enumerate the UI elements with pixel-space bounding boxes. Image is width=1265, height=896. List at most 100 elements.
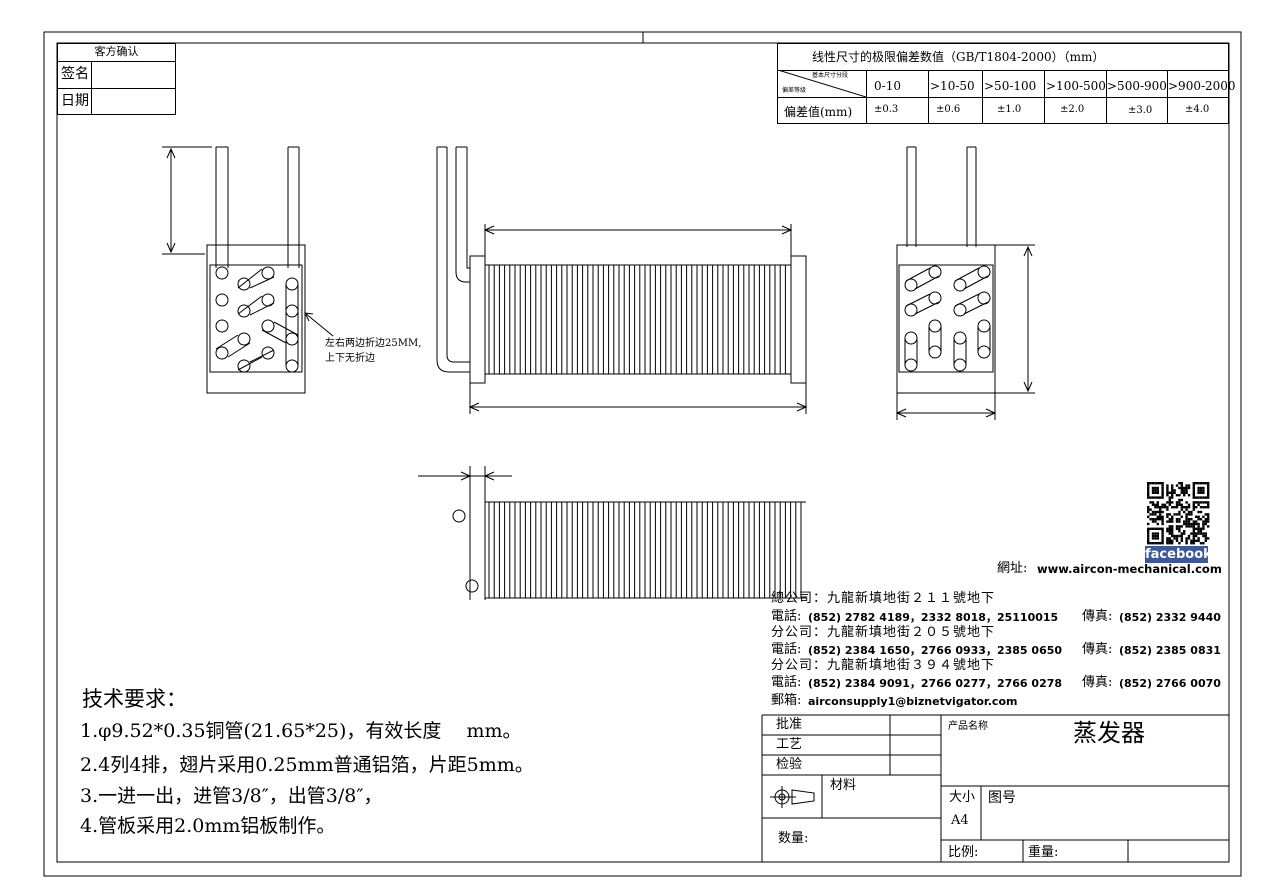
qr-module (1151, 503, 1155, 506)
qr-module (1147, 539, 1150, 542)
qr-module (1154, 503, 1157, 506)
qr-module (1147, 494, 1150, 497)
qr-module (1166, 494, 1169, 497)
qr-module (1156, 501, 1159, 504)
deviation-2: ±1.0 (997, 104, 1022, 115)
qr-module (1187, 484, 1191, 487)
size-value: A4 (951, 813, 969, 828)
top-view (418, 466, 806, 600)
qr-module (1156, 489, 1159, 492)
qr-module (1202, 506, 1205, 509)
qr-module (1156, 534, 1159, 538)
qr-module (1192, 486, 1195, 490)
qr-module (1161, 482, 1164, 485)
qr-module (1178, 494, 1181, 497)
qr-module (1202, 532, 1205, 535)
qr-module (1147, 491, 1150, 494)
qr-module (1156, 527, 1159, 530)
qr-module (1204, 537, 1207, 540)
qr-module (1187, 486, 1191, 490)
qr-module (1168, 501, 1171, 504)
qr-module (1151, 513, 1155, 516)
qr-module (1173, 513, 1176, 516)
qr-module (1171, 527, 1174, 530)
qr-module (1185, 525, 1188, 528)
qr-module (1166, 520, 1169, 523)
qr-module (1175, 513, 1179, 516)
qr-module (1154, 542, 1157, 545)
qr-module (1175, 501, 1179, 504)
qr-module (1161, 496, 1164, 499)
qr-module (1161, 486, 1164, 490)
qr-module (1147, 542, 1150, 545)
qr-module (1154, 537, 1157, 540)
qr-module (1159, 506, 1162, 509)
qr-module (1192, 534, 1195, 538)
qr-module (1154, 510, 1157, 514)
qr-module (1173, 491, 1176, 494)
qr-module (1190, 539, 1193, 542)
tolerance-table: 线性尺寸的极限偏差数值（GB/T1804-2000）（mm） 基本尺寸分段 偏差… (777, 43, 1236, 124)
qr-module (1199, 532, 1203, 535)
qr-module (1159, 482, 1162, 485)
branch1-address: 分公司：九龍新填地街２０５號地下 (771, 625, 996, 640)
qr-module (1156, 503, 1159, 506)
qr-module (1147, 496, 1150, 499)
qr-module (1187, 520, 1191, 523)
qr-module (1185, 515, 1188, 518)
top-view-fins (488, 502, 802, 598)
qr-module (1154, 491, 1157, 494)
tech-item-2: 2.4列4排，翅片采用0.25mm普通铝箔，片距5mm。 (80, 754, 534, 776)
qr-module (1187, 518, 1191, 521)
qr-module (1187, 513, 1191, 516)
qr-module (1156, 506, 1159, 509)
qr-module (1197, 491, 1200, 494)
qr-module (1187, 503, 1191, 506)
approve-label: 批准 (776, 717, 803, 732)
qr-module (1161, 489, 1164, 492)
qr-module (1163, 506, 1167, 509)
qr-module (1168, 518, 1171, 521)
qr-module (1175, 520, 1179, 523)
qr-module (1173, 537, 1176, 540)
qr-module (1192, 520, 1195, 523)
confirm-box: 客方确认 签名 日期 (57, 43, 176, 115)
qr-module (1166, 542, 1169, 545)
qr-module (1156, 486, 1159, 490)
qr-module (1151, 491, 1155, 494)
qr-module (1185, 520, 1188, 523)
qr-module (1178, 501, 1181, 504)
qr-module (1147, 489, 1150, 492)
qr-module (1199, 542, 1203, 545)
email-label: 郵箱: (771, 693, 802, 708)
qr-module (1161, 484, 1164, 487)
outer-border (43, 31, 1242, 877)
qr-module (1154, 527, 1157, 530)
qr-module (1207, 484, 1210, 487)
qr-module (1166, 486, 1169, 490)
qr-module (1168, 527, 1171, 530)
fax3: (852) 2766 0070 (1119, 677, 1221, 690)
qr-module (1171, 489, 1174, 492)
qr-module (1154, 520, 1157, 523)
qr-module (1204, 482, 1207, 485)
qr-module (1207, 482, 1210, 485)
tech-item-3: 3.一进一出，进管3/8″，出管3/8″， (80, 785, 383, 807)
branch2-address: 分公司：九龍新填地街３９４號地下 (771, 658, 996, 673)
qr-module (1178, 482, 1181, 485)
qr-module (1202, 525, 1205, 528)
qr-module (1187, 506, 1191, 509)
qr-module (1185, 491, 1188, 494)
website: www.aircon-mechanical.com (1037, 562, 1222, 576)
qr-module (1180, 515, 1183, 518)
qr-module (1197, 527, 1200, 530)
deviation-1: ±0.6 (936, 104, 961, 115)
qr-module (1204, 518, 1207, 521)
qr-module (1178, 513, 1181, 516)
qr-module (1207, 501, 1210, 504)
qr-module (1195, 506, 1198, 509)
qr-module (1147, 510, 1150, 514)
qr-module (1154, 496, 1157, 499)
qr-module (1147, 484, 1150, 487)
qr-module (1207, 518, 1210, 521)
